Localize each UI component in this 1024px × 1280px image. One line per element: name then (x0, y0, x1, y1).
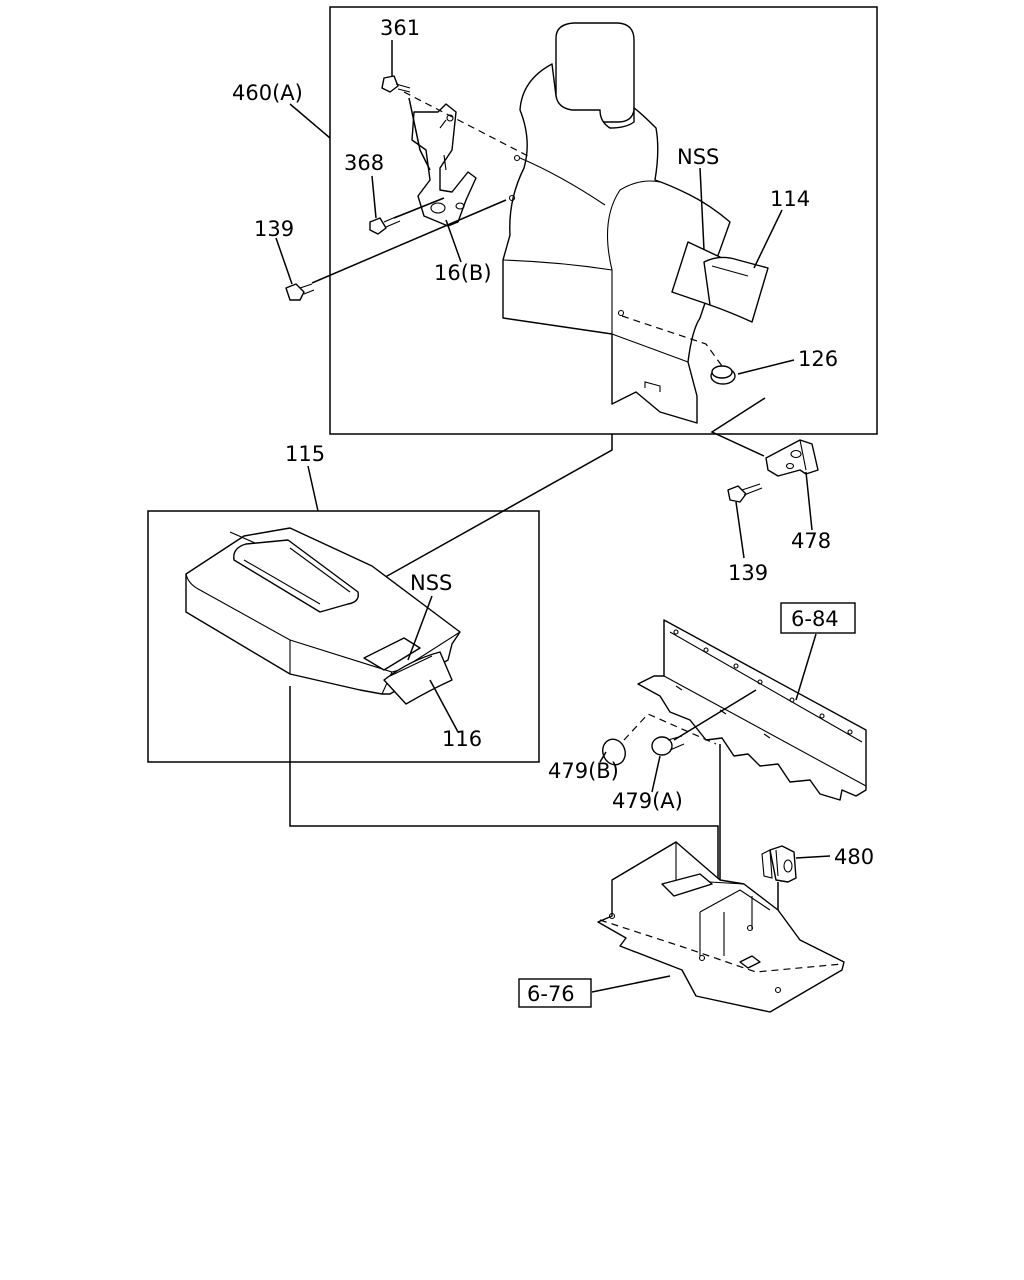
floor-panel-6-76 (597, 841, 845, 1013)
callout-nss-bottom: NSS (410, 571, 452, 595)
callout-126: 126 (798, 347, 838, 371)
seat-cushion-frame (147, 510, 540, 763)
callout-478: 478 (791, 529, 831, 553)
ref-6-84-box (780, 602, 856, 634)
belt-nss-top (671, 241, 769, 323)
floor-bracket-6-84 (637, 619, 867, 801)
callout-115: 115 (285, 442, 325, 466)
bolt-139-bottom (727, 483, 763, 503)
ref-6-76-label: 6-76 (527, 982, 575, 1006)
callout-nss-top: NSS (677, 145, 719, 169)
bracket-16b (411, 103, 477, 227)
nut-126 (710, 365, 736, 385)
callout-479b: 479(B) (548, 759, 619, 783)
bolt-361 (381, 75, 411, 93)
ref-6-84-label: 6-84 (791, 607, 839, 631)
callout-139-top: 139 (254, 217, 294, 241)
callout-116: 116 (442, 727, 482, 751)
callout-460a: 460(A) (232, 81, 303, 105)
seat-back-frame (329, 6, 878, 435)
callout-139-bottom: 139 (728, 561, 768, 585)
callout-114: 114 (770, 187, 810, 211)
bracket-478 (765, 439, 819, 477)
bolt-139-top (285, 283, 315, 301)
callout-480: 480 (834, 845, 874, 869)
callout-361: 361 (380, 16, 420, 40)
seat-cushion (185, 527, 461, 695)
clip-479a (651, 735, 685, 756)
bolt-368 (369, 215, 401, 235)
callout-479a: 479(A) (612, 789, 683, 813)
ref-6-76-box (518, 978, 592, 1008)
belt-nss-bottom (383, 651, 453, 705)
callout-16b: 16(B) (434, 261, 492, 285)
callout-368: 368 (344, 151, 384, 175)
clip-480 (761, 845, 797, 883)
seat-back (502, 22, 731, 424)
